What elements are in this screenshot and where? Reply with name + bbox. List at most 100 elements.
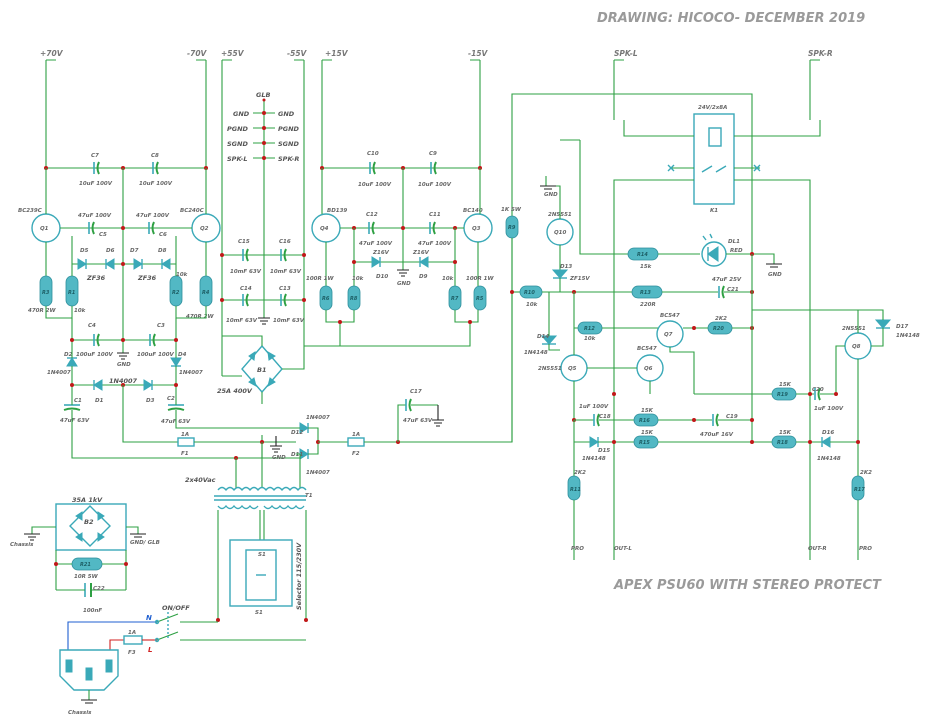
svg-text:1N4007: 1N4007 — [306, 470, 330, 476]
svg-text:Q10: Q10 — [554, 230, 567, 236]
svg-text:D13: D13 — [560, 264, 572, 270]
svg-text:F2: F2 — [352, 451, 360, 457]
svg-text:BC239C: BC239C — [18, 208, 42, 214]
svg-text:R15: R15 — [639, 440, 650, 446]
svg-text:DL1: DL1 — [728, 239, 740, 245]
svg-text:B1: B1 — [257, 366, 266, 374]
svg-text:15K: 15K — [641, 408, 654, 414]
svg-text:1uF 100V: 1uF 100V — [814, 406, 844, 412]
fuse-branch: 1A F1 1N4007 D12 D11 1N4007 1A F2 C17 47… — [177, 93, 753, 476]
svg-text:15K: 15K — [641, 430, 654, 436]
svg-text:BC240C: BC240C — [180, 208, 204, 214]
svg-text:Q4: Q4 — [320, 226, 329, 232]
svg-text:47uF 100V: 47uF 100V — [418, 241, 452, 247]
svg-text:1N4007: 1N4007 — [109, 377, 138, 385]
svg-text:C5: C5 — [99, 232, 107, 238]
svg-text:GND: GND — [117, 362, 131, 368]
svg-text:47uF 63V: 47uF 63V — [60, 418, 90, 424]
svg-text:C15: C15 — [238, 239, 250, 245]
svg-text:C8: C8 — [151, 153, 159, 159]
rail-wires — [45, 59, 820, 376]
svg-text:35A 1kV: 35A 1kV — [72, 496, 103, 504]
svg-text:2x40Vac: 2x40Vac — [185, 476, 216, 484]
svg-text:GLB: GLB — [256, 91, 270, 99]
svg-text:ZF15V: ZF15V — [569, 276, 590, 282]
svg-text:47uF 100V: 47uF 100V — [136, 213, 170, 219]
svg-text:1N4007: 1N4007 — [179, 370, 203, 376]
svg-text:D14: D14 — [537, 334, 549, 340]
svg-text:PGND: PGND — [227, 125, 249, 133]
svg-text:C1: C1 — [74, 398, 82, 404]
svg-text:R3: R3 — [42, 290, 50, 296]
svg-text:GND: GND — [397, 281, 411, 287]
svg-text:470R 2W: 470R 2W — [28, 308, 56, 314]
svg-text:Selector 115/230V: Selector 115/230V — [295, 542, 303, 610]
svg-text:1N4007: 1N4007 — [47, 370, 71, 376]
svg-text:T1: T1 — [305, 493, 313, 499]
svg-text:10mF 63V: 10mF 63V — [230, 269, 262, 275]
svg-text:OUT-R: OUT-R — [808, 546, 827, 552]
svg-text:D12: D12 — [291, 430, 303, 436]
svg-text:S1: S1 — [255, 610, 263, 616]
svg-text:100R 1W: 100R 1W — [466, 276, 494, 282]
svg-text:1uF 100V: 1uF 100V — [579, 404, 609, 410]
svg-text:10mF 63V: 10mF 63V — [226, 318, 258, 324]
svg-text:C2: C2 — [167, 396, 175, 402]
glb-block: GLB GND GND PGND PGND SGND SGND SPK-L SP… — [227, 91, 300, 262]
svg-text:R14: R14 — [637, 252, 648, 258]
svg-text:R20: R20 — [713, 326, 724, 332]
svg-text:Z16V: Z16V — [412, 250, 430, 256]
svg-text:10k: 10k — [442, 276, 454, 282]
svg-text:-70V: -70V — [187, 49, 208, 58]
svg-text:R21: R21 — [80, 562, 91, 568]
svg-text:Q6: Q6 — [644, 366, 653, 372]
svg-text:10R 5W: 10R 5W — [74, 574, 99, 580]
svg-text:Q1: Q1 — [40, 226, 49, 232]
svg-text:C6: C6 — [159, 232, 167, 238]
svg-text:Z16V: Z16V — [372, 250, 390, 256]
svg-text:C3: C3 — [157, 323, 165, 329]
svg-text:10mF 63V: 10mF 63V — [270, 269, 302, 275]
svg-text:GND: GND — [544, 192, 558, 198]
svg-text:D16: D16 — [822, 430, 834, 436]
svg-text:C18: C18 — [599, 414, 611, 420]
main-caps: C15 10mF 63V C16 10mF 63V C14 10mF 63V C… — [220, 239, 306, 325]
svg-text:GND: GND — [233, 110, 250, 118]
svg-text:-15V: -15V — [468, 49, 489, 58]
svg-text:10k: 10k — [74, 308, 86, 314]
svg-text:SGND: SGND — [227, 140, 248, 148]
svg-text:D10: D10 — [376, 274, 388, 280]
svg-text:-55V: -55V — [287, 49, 308, 58]
svg-text:Q5: Q5 — [568, 366, 577, 372]
rail-labels: +70V -70V +55V -55V +15V -15V SPK-L SPK-… — [40, 49, 833, 58]
mains-inlet: N 1A F3 L ON/OFF Chassis — [59, 604, 306, 716]
svg-text:10k: 10k — [352, 276, 364, 282]
svg-text:F3: F3 — [128, 650, 136, 656]
svg-text:+70V: +70V — [40, 49, 64, 58]
lv-section: C10 10uF 100V C9 10uF 100V Q4 BD139 Q3 B… — [304, 151, 494, 347]
svg-text:R18: R18 — [777, 440, 788, 446]
svg-text:100R 1W: 100R 1W — [306, 276, 334, 282]
svg-text:N: N — [146, 614, 152, 622]
svg-text:D8: D8 — [158, 248, 167, 254]
svg-text:470uF 16V: 470uF 16V — [700, 432, 734, 438]
svg-text:10k: 10k — [526, 302, 538, 308]
svg-text:D3: D3 — [146, 398, 155, 404]
svg-text:47uF 63V: 47uF 63V — [403, 418, 433, 424]
svg-text:1K 5W: 1K 5W — [501, 207, 522, 213]
svg-text:R17: R17 — [854, 487, 865, 493]
svg-text:C16: C16 — [279, 239, 291, 245]
svg-text:R1: R1 — [68, 290, 75, 296]
svg-text:D6: D6 — [106, 248, 115, 254]
svg-text:47uF 25V: 47uF 25V — [712, 277, 742, 283]
svg-text:GND: GND — [278, 110, 295, 118]
svg-text:SGND: SGND — [278, 140, 299, 148]
svg-text:Q3: Q3 — [472, 226, 481, 232]
svg-text:L: L — [148, 646, 152, 654]
svg-text:47uF 100V: 47uF 100V — [78, 213, 112, 219]
svg-text:220R: 220R — [640, 302, 656, 308]
svg-text:C9: C9 — [429, 151, 437, 157]
svg-text:R8: R8 — [350, 296, 358, 302]
svg-text:15K: 15K — [779, 430, 792, 436]
